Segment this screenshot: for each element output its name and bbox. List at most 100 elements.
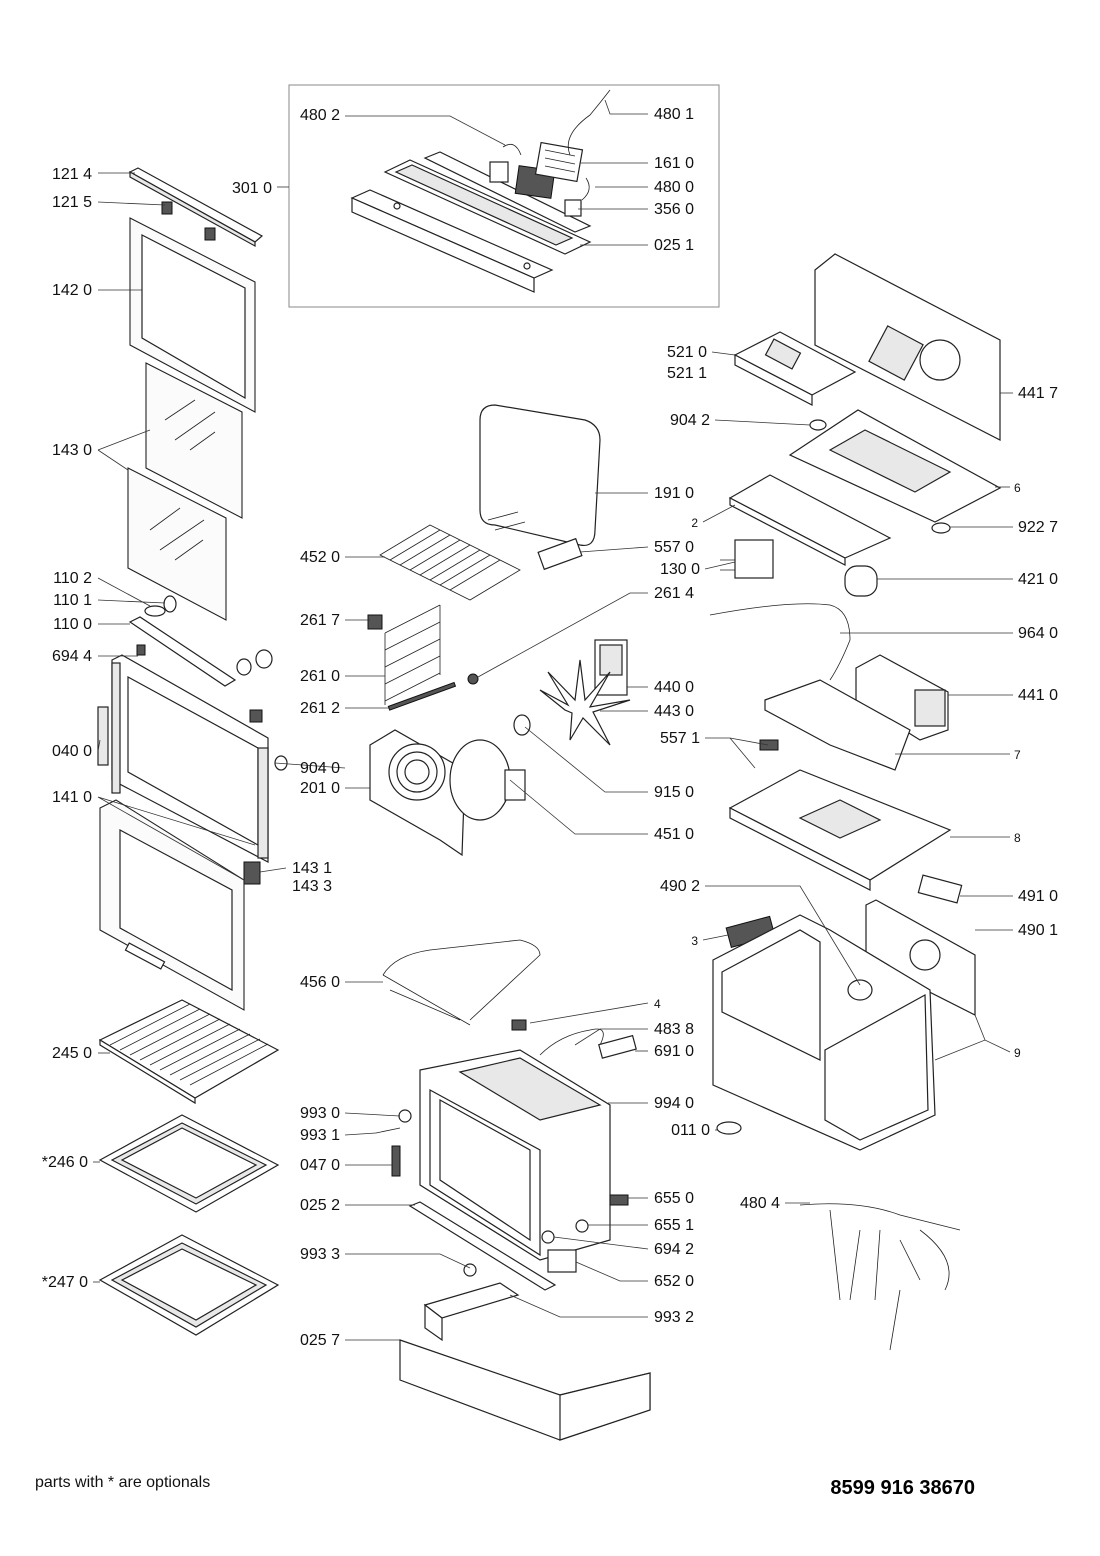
part-label: 557 1 <box>660 730 700 747</box>
part-label: 691 0 <box>654 1043 694 1060</box>
part-label: 261 7 <box>300 612 340 629</box>
door-glass-panels <box>127 362 243 621</box>
top-cover-assembly <box>728 409 1002 566</box>
part-label: 7 <box>1014 748 1021 762</box>
door-front-panel <box>99 799 245 1011</box>
part-label: 141 0 <box>52 789 92 806</box>
front-trims <box>399 1282 651 1441</box>
part-label: 047 0 <box>300 1157 340 1174</box>
part-label: 441 0 <box>1018 687 1058 704</box>
wiring-harness <box>799 1203 961 1351</box>
part-label: 9 <box>1014 1046 1021 1060</box>
optional-parts-note: parts with * are optionals <box>35 1474 211 1491</box>
part-label: 142 0 <box>52 282 92 299</box>
part-label: 143 3 <box>292 878 332 895</box>
part-label: *247 0 <box>42 1274 88 1291</box>
part-label: 993 2 <box>654 1309 694 1326</box>
part-label: 994 0 <box>654 1095 694 1112</box>
part-label: 452 0 <box>300 549 340 566</box>
oven-cavity <box>375 1049 611 1291</box>
part-label: 993 0 <box>300 1105 340 1122</box>
part-label: 443 0 <box>654 703 694 720</box>
part-label: 110 1 <box>53 592 92 609</box>
tube-964 <box>709 603 851 681</box>
lower-element <box>382 939 541 1026</box>
circular-element <box>449 739 526 821</box>
part-label: 025 1 <box>654 237 694 254</box>
part-label: 191 0 <box>654 485 694 502</box>
part-label: 143 1 <box>292 860 332 877</box>
inner-door-glass-frame <box>129 217 256 413</box>
rear-right-components <box>725 874 976 1016</box>
part-label: 2 <box>691 516 698 530</box>
electronic-board <box>733 331 857 406</box>
part-label: 491 0 <box>1018 888 1058 905</box>
part-label: 025 7 <box>300 1332 340 1349</box>
thermostat-557-1 <box>759 739 779 751</box>
cooling-fan <box>720 539 774 579</box>
cable-and-plug <box>511 1019 637 1059</box>
housing-frame <box>712 914 936 1151</box>
wire-rack <box>98 999 280 1105</box>
control-panel-assembly <box>350 89 611 293</box>
part-label: 261 0 <box>300 668 340 685</box>
part-label: 8 <box>1014 831 1021 845</box>
capacitor <box>844 565 878 597</box>
part-label: 480 2 <box>300 107 340 124</box>
part-label: 655 0 <box>654 1190 694 1207</box>
oven-seal <box>479 404 601 547</box>
part-label: 130 0 <box>660 561 700 578</box>
part-label: 456 0 <box>300 974 340 991</box>
part-label: 694 4 <box>52 648 92 665</box>
part-label: 201 0 <box>300 780 340 797</box>
baking-tray <box>98 1114 280 1213</box>
part-label: 356 0 <box>654 201 694 218</box>
part-label: 301 0 <box>232 180 272 197</box>
part-label: 964 0 <box>1018 625 1058 642</box>
part-label: 993 1 <box>300 1127 340 1144</box>
part-label: 480 0 <box>654 179 694 196</box>
part-label: 261 2 <box>300 700 340 717</box>
part-label: 3 <box>691 934 698 948</box>
leader-lines <box>93 99 1013 1341</box>
tangential-fan-module <box>855 654 949 741</box>
part-label: 490 2 <box>660 878 700 895</box>
part-label: 521 1 <box>667 365 707 382</box>
part-label: 480 4 <box>740 1195 780 1212</box>
grill-element <box>379 511 583 601</box>
part-label: 025 2 <box>300 1197 340 1214</box>
part-label: 110 2 <box>53 570 92 587</box>
part-label: 161 0 <box>654 155 694 172</box>
part-label: 904 0 <box>300 760 340 777</box>
door-top-trim <box>128 167 264 248</box>
part-label: 011 0 <box>671 1122 710 1139</box>
part-label: 521 0 <box>667 344 707 361</box>
part-label: 261 4 <box>654 585 694 602</box>
part-label: 483 8 <box>654 1021 694 1038</box>
rear-panel <box>814 253 1001 441</box>
fan-motor-and-blade <box>513 639 631 746</box>
part-label: 922 7 <box>1018 519 1058 536</box>
part-label: 451 0 <box>654 826 694 843</box>
part-label: 480 1 <box>654 106 694 123</box>
part-label: 4 <box>654 997 661 1011</box>
document-code: 8599 916 38670 <box>830 1477 975 1499</box>
part-label: 557 0 <box>654 539 694 556</box>
side-rack <box>367 604 479 711</box>
part-label: 655 1 <box>654 1217 694 1234</box>
hinge-parts <box>128 595 273 687</box>
part-label: 143 0 <box>52 442 92 459</box>
part-label: 993 3 <box>300 1246 340 1263</box>
part-label: 245 0 <box>52 1045 92 1062</box>
fan-cover <box>369 729 466 857</box>
part-label: 490 1 <box>1018 922 1058 939</box>
bracket-7 <box>764 679 911 771</box>
foot-011 <box>716 1121 742 1135</box>
grommet-top <box>809 419 827 431</box>
part-label: 421 0 <box>1018 571 1058 588</box>
part-label: 652 0 <box>654 1273 694 1290</box>
part-label: *246 0 <box>42 1154 88 1171</box>
door-outer-assembly <box>97 654 288 885</box>
part-label: 040 0 <box>52 743 92 760</box>
